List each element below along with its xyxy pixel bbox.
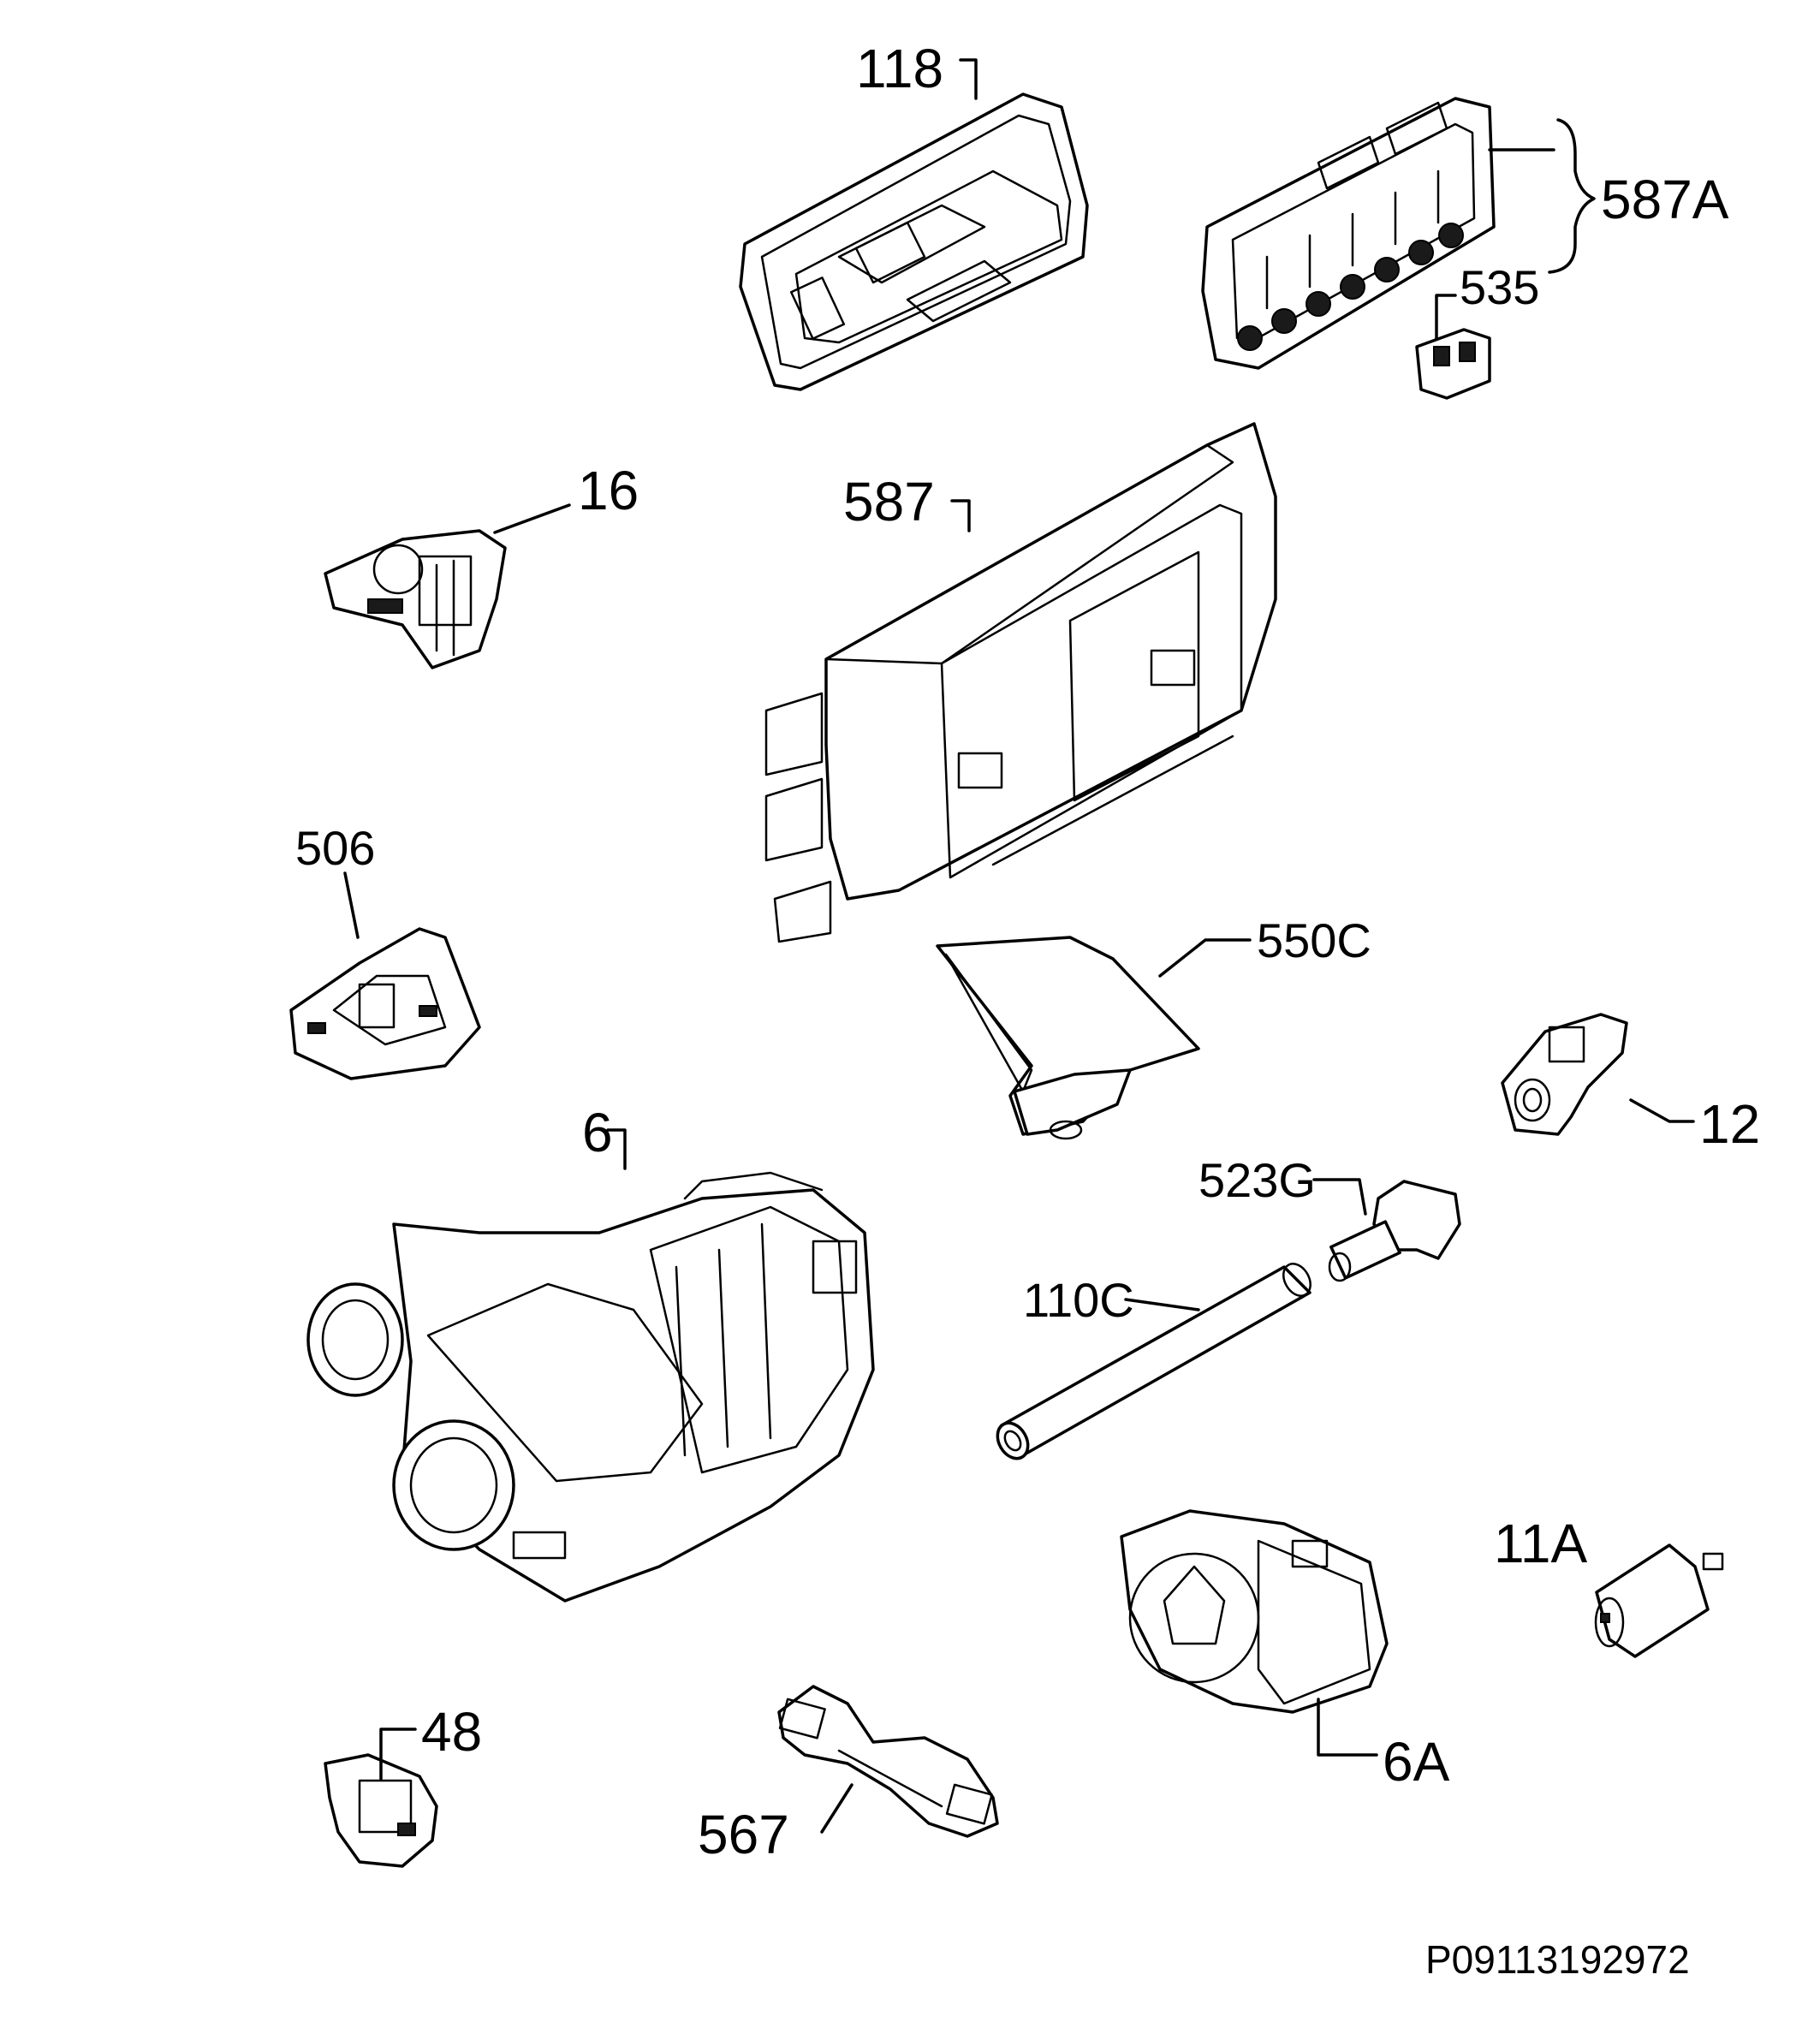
- board-buttons: [1237, 223, 1464, 351]
- part-567-bracket: [777, 1685, 999, 1838]
- part-587-module: [764, 422, 1277, 943]
- label-567: 567: [698, 1804, 789, 1865]
- label-6: 6: [582, 1102, 613, 1163]
- leader-118: [959, 58, 978, 100]
- part-6-circulation-pump: [306, 1171, 875, 1603]
- leader-535: [1435, 294, 1457, 340]
- part-110C-hose: [996, 1263, 1311, 1460]
- label-110C: 110C: [1023, 1273, 1134, 1327]
- part-506-switch: [289, 927, 481, 1080]
- leader-110C: [1124, 1298, 1200, 1311]
- part-11A-capacitor: [1594, 1543, 1724, 1658]
- label-506: 506: [295, 821, 375, 875]
- leader-550C: [1158, 938, 1252, 978]
- part-523G-connector: [1328, 1180, 1461, 1282]
- leader-6A: [1317, 1698, 1378, 1757]
- part-12-component: [1501, 1013, 1628, 1136]
- leader-567: [820, 1783, 853, 1834]
- leader-16: [493, 503, 571, 534]
- leader-587: [950, 499, 971, 532]
- label-6A: 6A: [1383, 1731, 1450, 1793]
- label-12: 12: [1699, 1093, 1760, 1155]
- leader-6: [606, 1128, 627, 1170]
- part-48-sensor: [324, 1753, 438, 1868]
- part-6A-drain-pump: [1120, 1509, 1389, 1714]
- label-550C: 550C: [1257, 913, 1371, 967]
- leader-12: [1629, 1098, 1695, 1123]
- drawing-reference: P09113192972: [1425, 1937, 1690, 1982]
- label-16: 16: [578, 460, 639, 521]
- label-535: 535: [1460, 260, 1539, 314]
- part-535-connector: [1415, 328, 1491, 400]
- part-16-door-lock: [324, 529, 507, 669]
- part-587A-board: [1201, 97, 1496, 370]
- label-118: 118: [856, 38, 943, 99]
- label-11A: 11A: [1494, 1513, 1587, 1574]
- leader-523G: [1312, 1178, 1367, 1216]
- label-587: 587: [843, 471, 935, 532]
- part-550C-flap: [936, 936, 1200, 1140]
- brace-587A: [1488, 118, 1596, 274]
- leader-48: [379, 1728, 417, 1781]
- leader-506: [343, 871, 360, 939]
- label-48: 48: [421, 1701, 482, 1763]
- part-118-panel: [739, 92, 1089, 391]
- label-587A: 587A: [1601, 169, 1729, 230]
- label-523G: 523G: [1198, 1153, 1316, 1207]
